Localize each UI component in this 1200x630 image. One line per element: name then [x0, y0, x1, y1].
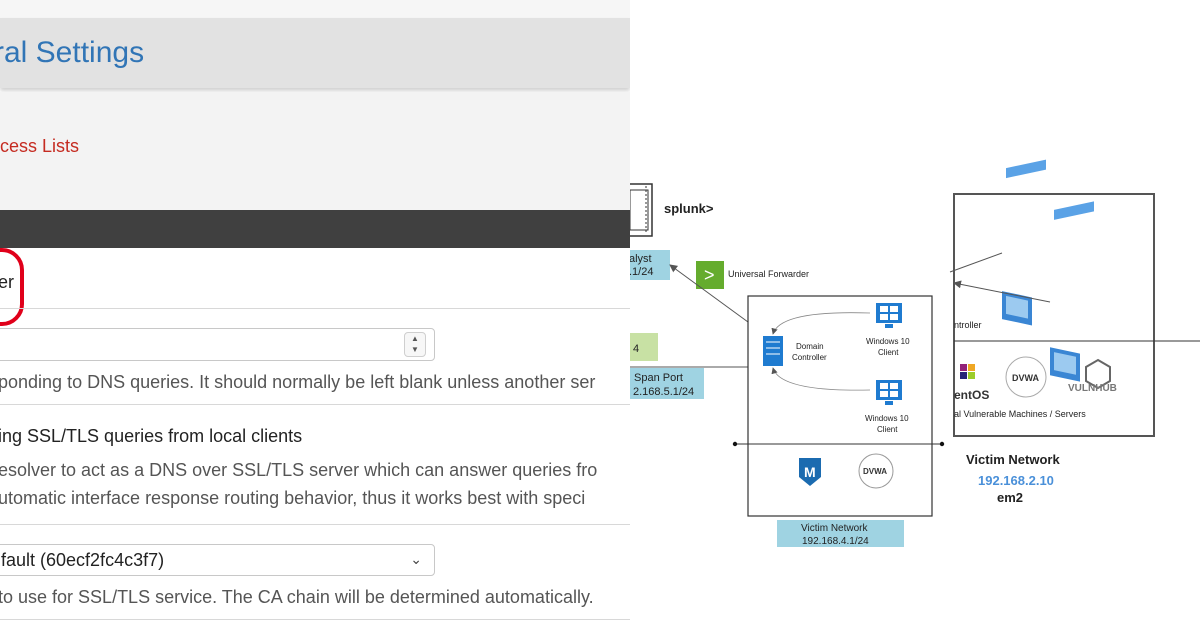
dvwa-logo-icon [1005, 356, 1047, 398]
domain-controller-icon [763, 336, 783, 366]
centos-logo-text: entOS [954, 388, 989, 402]
section-header-bar [0, 210, 630, 248]
workstation-icon [1002, 159, 1046, 326]
green-box-text: 4 [633, 343, 639, 355]
enable-label: er [0, 272, 15, 292]
forwarder-arrow [669, 264, 749, 323]
windows-client-icon [876, 303, 902, 328]
network-diagram: splunk> alyst .1/24 > Universal Forwarde… [630, 159, 1200, 547]
analyst-box [630, 250, 670, 280]
ssl-certificate-value: fault (60ecf2fc4c3f7) [1, 550, 165, 570]
listen-port-input[interactable]: ▲▼ [0, 328, 435, 361]
ssl-certificate-select[interactable]: fault (60ecf2fc4c3f7) ⌄ [0, 544, 435, 576]
forwarder-label: Universal Forwarder [728, 269, 809, 279]
vulnhub-logo-text: VULNHUB [1068, 383, 1117, 394]
settings-panel: ral Settings cess Lists er ▲▼ ponding to… [0, 0, 630, 620]
analyst-box-line1: alyst [630, 253, 652, 265]
chevron-down-icon: ⌄ [410, 551, 422, 567]
row-divider [0, 619, 630, 620]
dvwa-logo-icon: DVWA [858, 453, 894, 489]
row-divider [0, 308, 630, 309]
span-port-line2: 2.168.5.1/24 [633, 386, 694, 398]
ssl-help-line-1: esolver to act as a DNS over SSL/TLS ser… [0, 460, 598, 480]
top-strip [0, 0, 630, 18]
inner-network-box [747, 295, 933, 517]
inner-victim-box [777, 520, 904, 547]
page-title: ral Settings [0, 36, 145, 69]
client-a-line1: Windows 10 [866, 337, 910, 346]
tab-area [0, 92, 630, 210]
centos-logo-icon [960, 364, 975, 379]
ssl-tls-heading: ing SSL/TLS queries from local clients [0, 426, 303, 446]
forwarder-icon [696, 261, 724, 289]
domain-controller-line1: Domain [796, 342, 824, 351]
ssl-help-line-2: utomatic interface response routing beha… [0, 488, 586, 508]
controller-label: ntroller [954, 320, 982, 330]
svg-text:>: > [704, 265, 715, 285]
client-b-line2: Client [877, 425, 898, 434]
workstation-icon [1050, 201, 1094, 382]
title-bar [0, 18, 630, 88]
inner-victim-line1: Victim Network [801, 523, 868, 534]
metasploit-logo-icon: M [799, 458, 821, 486]
port-help-text: ponding to DNS queries. It should normal… [0, 372, 596, 392]
dvwa-logo-text: DVWA [1012, 373, 1040, 383]
windows-client-icon [876, 380, 902, 405]
span-port-box [630, 368, 704, 399]
analyst-box-line2: .1/24 [630, 266, 653, 278]
inner-victim-line2: 192.168.4.1/24 [802, 536, 869, 547]
span-port-line1: Span Port [634, 372, 683, 384]
svg-text:DVWA: DVWA [863, 467, 887, 476]
vulnerable-caption: al Vulnerable Machines / Servers [954, 409, 1086, 419]
splunk-logo: splunk> [664, 201, 714, 216]
domain-controller-line2: Controller [792, 353, 827, 362]
row-divider [0, 404, 630, 405]
client-b-line1: Windows 10 [865, 414, 909, 423]
vulnhub-logo-icon [1085, 358, 1111, 390]
victim-network-ip: 192.168.2.10 [978, 473, 1054, 488]
network-diagram-panel: splunk> alyst .1/24 > Universal Forwarde… [630, 0, 1200, 630]
client-a-line2: Client [878, 348, 899, 357]
cert-help-text: to use for SSL/TLS service. The CA chain… [0, 587, 594, 607]
victim-network-title: Victim Network [966, 452, 1060, 467]
green-box [630, 333, 658, 361]
red-highlight-annotation [0, 248, 24, 326]
row-divider [0, 524, 630, 525]
svg-text:M: M [804, 464, 816, 480]
victim-network-box [953, 193, 1155, 437]
tab-access-lists[interactable]: cess Lists [0, 136, 80, 156]
victim-network-iface: em2 [997, 490, 1023, 505]
splunk-server-icon [630, 183, 653, 237]
spinner-icon[interactable]: ▲▼ [404, 332, 426, 357]
